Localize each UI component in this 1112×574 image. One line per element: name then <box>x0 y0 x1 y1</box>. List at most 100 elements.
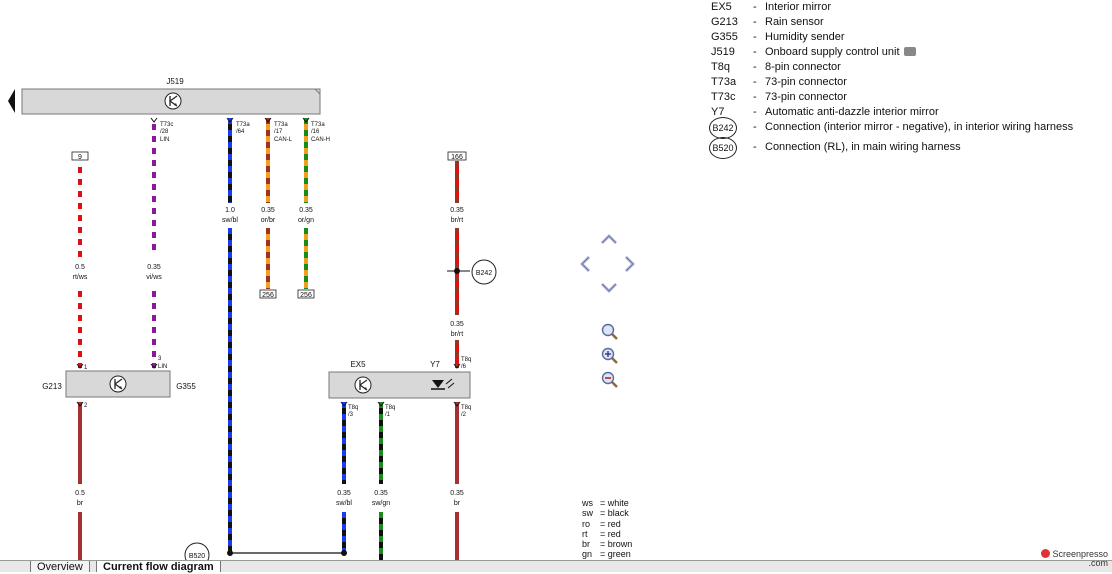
svg-text:T73c: T73c <box>160 122 173 128</box>
svg-text:B242: B242 <box>476 270 492 277</box>
b242-connection[interactable] <box>471 259 497 285</box>
svg-text:/28: /28 <box>160 129 169 135</box>
svg-text:0.35: 0.35 <box>147 264 161 271</box>
svg-text:/17: /17 <box>274 129 283 135</box>
svg-text:0.5: 0.5 <box>75 490 85 497</box>
mirror-transistor-icon <box>354 376 372 394</box>
abbreviation-item: ws= white <box>582 498 629 508</box>
svg-text:256: 256 <box>262 292 274 299</box>
g355-label: G355 <box>176 382 196 391</box>
legend-item: J519-Onboard supply control unit <box>705 45 1105 60</box>
svg-text:0.35: 0.35 <box>261 207 275 214</box>
tab-current-flow-diagram[interactable]: Current flow diagram <box>96 561 221 573</box>
svg-text:T73a: T73a <box>274 122 288 128</box>
pan-left-icon[interactable] <box>578 255 592 273</box>
abbreviation-item: gn= green <box>582 549 631 560</box>
component-legend: EX5-Interior mirror G213-Rain sensor G35… <box>705 0 1105 160</box>
fuse-box-9 <box>71 151 89 161</box>
svg-text:0.35: 0.35 <box>299 207 313 214</box>
zoom-in-icon[interactable] <box>600 346 620 366</box>
svg-text:sw/gn: sw/gn <box>372 500 390 507</box>
ref-box-256-b[interactable] <box>297 289 315 299</box>
legend-item: G213-Rain sensor <box>711 16 824 28</box>
svg-text:T8q: T8q <box>385 405 395 411</box>
svg-text:LIN: LIN <box>160 137 169 143</box>
svg-text:br/rt: br/rt <box>451 331 464 338</box>
svg-text:1.0: 1.0 <box>225 207 235 214</box>
legend-item: Y7-Automatic anti-dazzle interior mirror <box>711 106 939 118</box>
svg-text:0.5: 0.5 <box>75 264 85 271</box>
legend-item: T8q-8-pin connector <box>711 61 841 73</box>
view-tab-bar: Overview Current flow diagram <box>0 560 1112 573</box>
abbreviation-item: br= brown <box>582 539 633 550</box>
svg-text:or/br: or/br <box>261 217 276 224</box>
svg-text:/16: /16 <box>311 129 320 135</box>
legend-item: G355-Humidity sender <box>711 31 845 43</box>
g213-label: G213 <box>42 382 62 391</box>
y7-label: Y7 <box>430 360 440 369</box>
j519-label: J519 <box>166 77 184 86</box>
ref-box-256-a[interactable] <box>259 289 277 299</box>
svg-text:0.35: 0.35 <box>450 321 464 328</box>
screenpresso-logo-icon <box>1041 549 1051 558</box>
svg-text:br: br <box>77 500 84 507</box>
j519-transistor-icon <box>164 92 182 110</box>
legend-item: B520-Connection (RL), in main wiring har… <box>705 137 1105 160</box>
screenpresso-watermark: Screenpresso.com <box>1030 549 1108 569</box>
pan-down-icon[interactable] <box>600 281 618 295</box>
diagram-scroll-left-arrow[interactable] <box>8 89 15 113</box>
svg-text:0.35: 0.35 <box>450 490 464 497</box>
svg-text:sw/bl: sw/bl <box>336 500 352 507</box>
svg-text:B520: B520 <box>189 553 205 560</box>
abbreviation-item: sw= black <box>582 508 629 519</box>
b520-junction-left <box>227 550 233 556</box>
svg-text:0.35: 0.35 <box>337 490 351 497</box>
svg-text:T73a: T73a <box>311 122 325 128</box>
svg-text:T8q: T8q <box>461 357 471 363</box>
svg-text:256: 256 <box>300 292 312 299</box>
tab-overview[interactable]: Overview <box>30 561 90 573</box>
legend-item: EX5-Interior mirror <box>711 1 832 13</box>
svg-text:T8q: T8q <box>461 405 471 411</box>
svg-text:/2: /2 <box>461 412 467 418</box>
svg-text:/64: /64 <box>236 129 245 135</box>
legend-item: B242-Connection (interior mirror - negat… <box>705 117 1105 140</box>
zoom-out-icon[interactable] <box>600 370 620 390</box>
pan-up-icon[interactable] <box>600 232 618 246</box>
camera-icon[interactable] <box>903 47 916 56</box>
fuse-box-166 <box>447 151 467 161</box>
svg-text:T73a: T73a <box>236 122 250 128</box>
sensor-transistor-icon <box>109 375 127 393</box>
b520-junction-right <box>341 550 347 556</box>
pan-right-icon[interactable] <box>623 255 637 273</box>
ex5-y7-mirror <box>328 371 471 399</box>
b242-junction <box>454 268 460 274</box>
svg-text:166: 166 <box>451 154 463 161</box>
svg-text:3: 3 <box>158 356 162 362</box>
ex5-label: EX5 <box>350 360 366 369</box>
svg-text:1: 1 <box>84 365 88 371</box>
color-abbreviations: ws= white sw= black ro= red rt= red br= … <box>582 498 632 560</box>
abbreviation-item: rt= red <box>582 528 621 539</box>
svg-text:T8q: T8q <box>348 405 358 411</box>
svg-text:0.35: 0.35 <box>374 490 388 497</box>
svg-text:/3: /3 <box>348 412 354 418</box>
svg-text:2: 2 <box>84 403 88 409</box>
legend-item: T73c-73-pin connector <box>711 91 847 103</box>
svg-text:/1: /1 <box>385 412 391 418</box>
svg-text:CAN-H: CAN-H <box>311 137 330 143</box>
svg-text:or/gn: or/gn <box>298 217 314 224</box>
svg-text:0.35: 0.35 <box>450 207 464 214</box>
antidazzle-diode-icon <box>431 378 455 390</box>
svg-text:/6: /6 <box>461 364 467 370</box>
svg-text:rt/ws: rt/ws <box>73 274 88 281</box>
svg-text:vi/ws: vi/ws <box>146 274 162 281</box>
svg-text:CAN-L: CAN-L <box>274 137 293 143</box>
svg-text:sw/bl: sw/bl <box>222 217 238 224</box>
svg-text:LIN: LIN <box>158 364 167 370</box>
abbreviation-item: ro= red <box>582 518 621 529</box>
zoom-fit-icon[interactable] <box>600 322 620 342</box>
svg-text:br: br <box>454 500 461 507</box>
svg-text:br/rt: br/rt <box>451 217 464 224</box>
svg-text:9: 9 <box>78 154 82 161</box>
